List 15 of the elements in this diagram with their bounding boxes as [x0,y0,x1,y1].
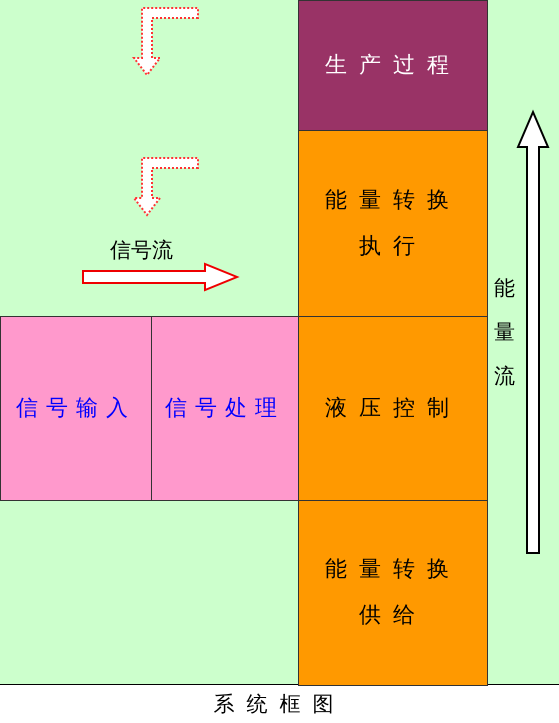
block-label: 信号输入 [16,394,136,422]
caption: 系统框图 [212,691,346,718]
block-box [298,0,488,131]
block-box [151,316,299,501]
flow-label: 信号流 [110,237,173,264]
block-label: 生产过程 [325,52,461,80]
block-label: 液压控制 [325,394,461,422]
block-box [298,316,488,501]
block-box [298,500,488,686]
block-box [0,316,152,501]
block-label: 信号处理 [165,394,285,422]
flow-label: 能量流 [494,275,516,390]
block-box [298,130,488,317]
block-label: 能量转换执行 [324,186,462,260]
block-label: 能量转换供给 [324,556,462,630]
